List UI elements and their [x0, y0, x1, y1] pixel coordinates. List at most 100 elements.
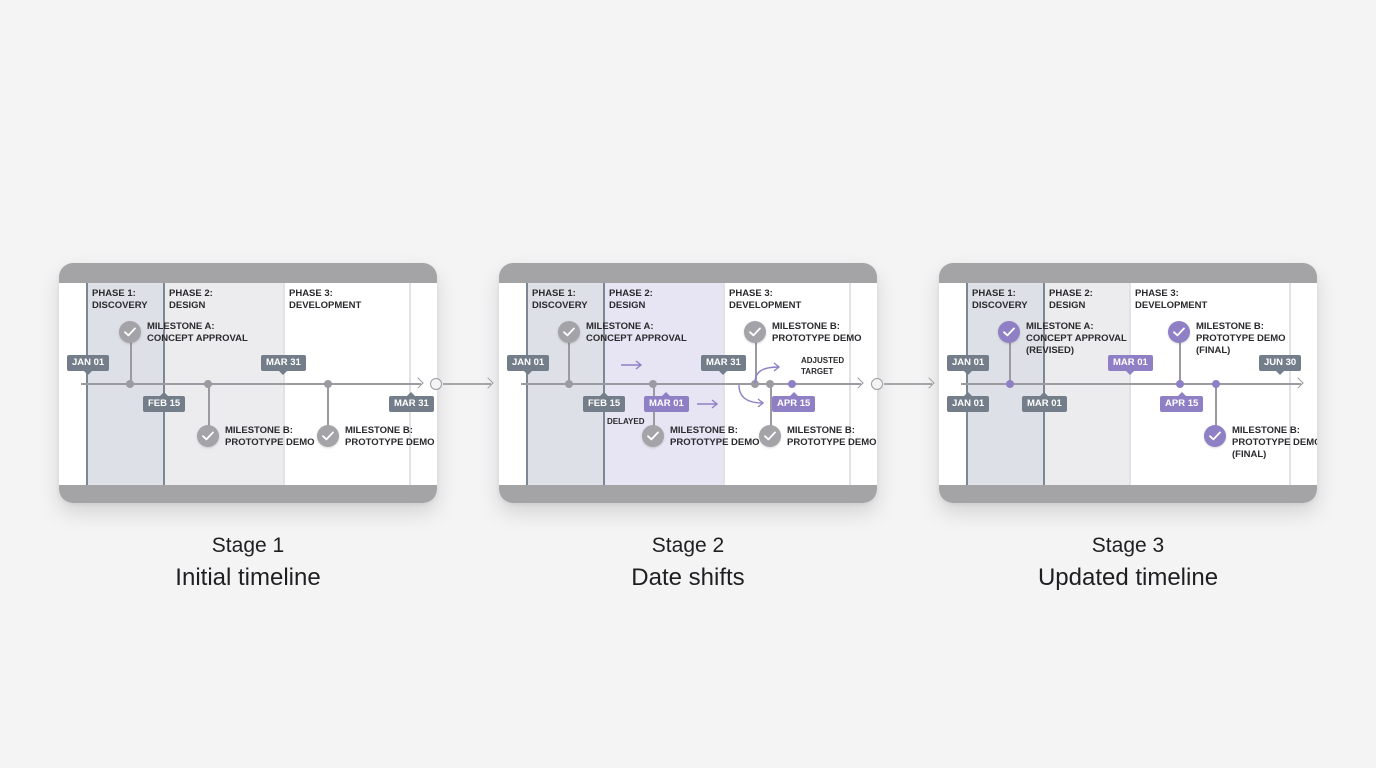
milestone-dot — [204, 380, 212, 388]
frame-bottom-bar — [939, 485, 1317, 503]
phase-3-title: PHASE 3:DEVELOPMENT — [289, 288, 362, 311]
milestone-stem — [1179, 341, 1181, 383]
frame-top-bar — [939, 263, 1317, 283]
axis-arrowhead — [852, 377, 864, 389]
connector-line — [443, 383, 491, 385]
date-tag: JAN 01 — [947, 392, 990, 412]
phase-1-title: PHASE 1:DISCOVERY — [92, 288, 148, 311]
check-icon — [744, 321, 766, 343]
milestone-label: MILESTONE A:CONCEPT APPROVAL — [147, 321, 248, 344]
phase-1-title: PHASE 1:DISCOVERY — [972, 288, 1028, 311]
stage-3-caption: Stage 3 Updated timeline — [939, 533, 1317, 593]
stage-2-caption: Stage 2 Date shifts — [499, 533, 877, 593]
date-tag: MAR 01 — [1022, 392, 1067, 412]
connector-node — [871, 378, 883, 390]
date-tag: MAR 01 — [1108, 355, 1153, 375]
timeline-axis — [521, 383, 861, 385]
check-icon — [317, 425, 339, 447]
date-tag: APR 15 — [772, 392, 816, 412]
milestone-stem — [568, 341, 570, 383]
milestone-dot — [1006, 380, 1014, 388]
milestone-label: MILESTONE B:PROTOTYPE DEMO — [772, 321, 862, 344]
delayed-note: DELAYED — [607, 417, 645, 426]
milestone-stem — [327, 383, 329, 427]
milestone-stem — [208, 383, 210, 427]
phase-3-title: PHASE 3:DEVELOPMENT — [729, 288, 802, 311]
milestone-dot — [324, 380, 332, 388]
check-icon — [642, 425, 664, 447]
milestone-label: MILESTONE B:PROTOTYPE DEMO — [670, 425, 760, 448]
stage-number: Stage 1 — [211, 534, 285, 557]
milestone-dot — [788, 380, 796, 388]
axis-arrowhead — [412, 377, 424, 389]
milestone-label: MILESTONE B:PROTOTYPE DEMO(FINAL) — [1232, 425, 1317, 460]
milestone-dot — [1176, 380, 1184, 388]
stage-name: Date shifts — [631, 564, 745, 591]
stage-1-caption: Stage 1 Initial timeline — [59, 533, 437, 593]
milestone-label: MILESTONE B:PROTOTYPE DEMO(FINAL) — [1196, 321, 1286, 356]
stage-number: Stage 3 — [1091, 534, 1165, 557]
stage-1-card: PHASE 1:DISCOVERY PHASE 2:DESIGN PHASE 3… — [59, 263, 437, 503]
timeline-panel: PHASE 1:DISCOVERY PHASE 2:DESIGN PHASE 3… — [59, 283, 437, 485]
check-icon — [558, 321, 580, 343]
connector-arrowhead — [482, 377, 494, 389]
phase-2-title: PHASE 2:DESIGN — [1049, 288, 1093, 311]
phase-1-title: PHASE 1:DISCOVERY — [532, 288, 588, 311]
check-icon — [119, 321, 141, 343]
check-icon — [1168, 321, 1190, 343]
milestone-dot — [1212, 380, 1220, 388]
date-tag: JAN 01 — [507, 355, 550, 375]
connector-arrowhead — [923, 377, 935, 389]
timeline-panel: PHASE 1:DISCOVERY PHASE 2:DESIGN PHASE 3… — [939, 283, 1317, 485]
milestone-label: MILESTONE A:CONCEPT APPROVAL — [586, 321, 687, 344]
date-tag: JAN 01 — [67, 355, 110, 375]
check-icon — [998, 321, 1020, 343]
timeline-axis — [961, 383, 1301, 385]
check-icon — [197, 425, 219, 447]
frame-bottom-bar — [59, 485, 437, 503]
milestone-label: MILESTONE B:PROTOTYPE DEMO — [345, 425, 435, 448]
axis-arrowhead — [1292, 377, 1304, 389]
date-tag: APR 15 — [1160, 392, 1204, 412]
milestone-label: MILESTONE B:PROTOTYPE DEMO — [225, 425, 315, 448]
stage-name: Updated timeline — [1037, 564, 1219, 591]
date-tag: FEB 15 — [583, 392, 626, 412]
frame-top-bar — [499, 263, 877, 283]
stage-name: Initial timeline — [175, 564, 321, 591]
connector-node — [430, 378, 442, 390]
date-tag: FEB 15 — [143, 392, 186, 412]
curved-arrow-icon — [754, 362, 781, 384]
date-tag: MAR 31 — [261, 355, 306, 375]
milestone-dot — [766, 380, 774, 388]
frame-top-bar — [59, 263, 437, 283]
milestone-stem — [770, 383, 772, 427]
milestone-dot — [649, 380, 657, 388]
milestone-stem — [755, 341, 757, 383]
milestone-dot — [565, 380, 573, 388]
milestone-dot — [751, 380, 759, 388]
frame-bottom-bar — [499, 485, 877, 503]
stage-3-card: PHASE 1:DISCOVERY PHASE 2:DESIGN PHASE 3… — [939, 263, 1317, 503]
stage-2-card: PHASE 1:DISCOVERY PHASE 2:DESIGN PHASE 3… — [499, 263, 877, 503]
milestone-label: MILESTONE A:CONCEPT APPROVAL(REVISED) — [1026, 321, 1127, 356]
phase-2-title: PHASE 2:DESIGN — [169, 288, 213, 311]
milestone-dot — [126, 380, 134, 388]
stage-number: Stage 2 — [651, 534, 725, 557]
connector-line — [884, 383, 932, 385]
timeline-axis — [81, 383, 421, 385]
date-tag: JUN 30 — [1259, 355, 1302, 375]
phase-2-title: PHASE 2:DESIGN — [609, 288, 653, 311]
milestone-stem — [1215, 383, 1217, 427]
milestone-stem — [1009, 341, 1011, 383]
milestone-label: MILESTONE B:PROTOTYPE DEMO — [787, 425, 877, 448]
timeline-panel: PHASE 1:DISCOVERY PHASE 2:DESIGN PHASE 3… — [499, 283, 877, 485]
date-tag: MAR 31 — [701, 355, 746, 375]
shift-arrow-icon — [697, 399, 719, 409]
date-tag: MAR 31 — [389, 392, 434, 412]
check-icon — [759, 425, 781, 447]
shift-arrow-icon — [621, 360, 643, 370]
milestone-stem — [130, 341, 132, 383]
curved-arrow-icon — [738, 384, 765, 407]
date-tag: MAR 01 — [644, 392, 689, 412]
